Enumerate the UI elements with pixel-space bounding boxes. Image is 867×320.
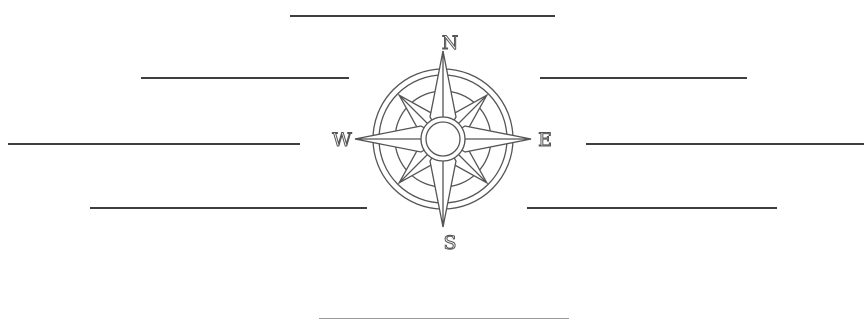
compass-center-inner	[426, 122, 460, 156]
label-north: N	[442, 32, 459, 54]
label-west: W	[332, 129, 352, 151]
label-east: E	[538, 129, 552, 151]
label-south: S	[443, 232, 456, 254]
